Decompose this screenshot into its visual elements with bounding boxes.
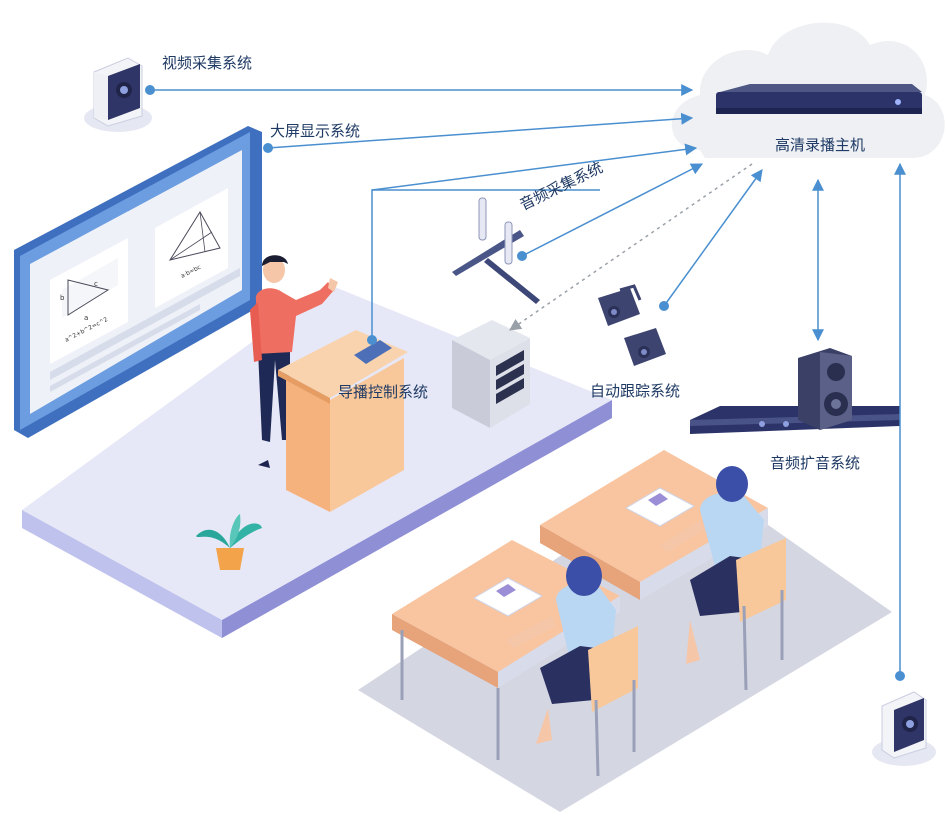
speaker-and-amplifier (690, 348, 900, 434)
ptz-camera-top-left (84, 57, 152, 132)
recording-host-device (716, 84, 922, 114)
audio-amplification-label: 音频扩音系统 (770, 454, 861, 472)
student-back (660, 466, 786, 691)
auto-tracking-label: 自动跟踪系统 (590, 382, 681, 400)
triangle-label-b: b (60, 294, 65, 302)
tracking-cameras (598, 284, 666, 366)
large-display-screen (14, 126, 262, 438)
equipment-cabinet (452, 320, 530, 428)
teacher-figure (250, 255, 338, 468)
triangle-label-c: c (94, 280, 98, 288)
connection-arrows (145, 84, 906, 681)
triangle-label-a: a (84, 314, 88, 322)
recording-host-label: 高清录播主机 (775, 136, 866, 154)
video-capture-label: 视频采集系统 (162, 54, 253, 72)
display-system-label: 大屏显示系统 (270, 122, 361, 140)
potted-plant (196, 514, 262, 570)
ptz-camera-bottom-right (872, 691, 936, 766)
podium (278, 330, 408, 512)
microphone-array (452, 197, 540, 304)
director-control-label: 导播控制系统 (338, 383, 429, 401)
student-desk-front (392, 540, 620, 760)
student-front (506, 556, 638, 777)
